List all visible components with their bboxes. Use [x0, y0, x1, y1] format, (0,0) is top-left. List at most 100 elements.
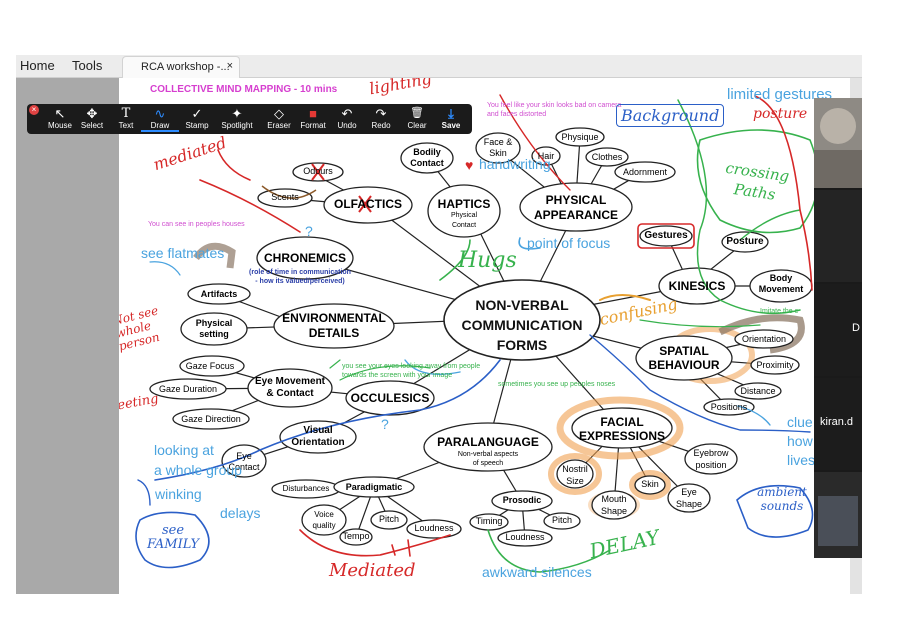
node-environmental-details[interactable]: ENVIRONMENTAL DETAILS: [274, 311, 394, 341]
tool-eraser-label: Eraser: [267, 121, 291, 130]
node-kinesics[interactable]: KINESICS: [668, 279, 726, 293]
node-loudness-paradigmatic[interactable]: Loudness: [414, 523, 454, 533]
tool-save[interactable]: ⤓Save: [432, 106, 470, 130]
node-bodily-contact[interactable]: Bodily Contact: [401, 147, 453, 169]
node-orientation[interactable]: Orientation: [741, 334, 787, 344]
node-odours[interactable]: Odours: [303, 166, 333, 176]
note-eyes: you see your eyes looking away from peop…: [342, 362, 480, 380]
node-pitch-paradigmatic[interactable]: Pitch: [378, 514, 399, 524]
node-timing[interactable]: Timing: [475, 516, 503, 526]
node-chronemics[interactable]: CHRONEMICS: [263, 251, 346, 265]
node-paralanguage[interactable]: PARALANGUAGE Non-verbal aspects of speec…: [424, 435, 552, 468]
node-mouth-shape[interactable]: Mouth Shape: [592, 493, 636, 517]
node-nostril-size[interactable]: Nostril Size: [555, 463, 595, 487]
node-voice-quality[interactable]: Voice quality: [302, 509, 346, 531]
center-node[interactable]: NON-VERBAL COMMUNICATION FORMS: [444, 295, 600, 355]
node-visual-orientation[interactable]: Visual Orientation: [280, 425, 356, 449]
participant-video-4[interactable]: kiran.d: [814, 378, 862, 470]
node-clothes[interactable]: Clothes: [591, 152, 623, 162]
environmental-line-2: DETAILS: [308, 326, 360, 340]
node-eyebrow-position[interactable]: Eyebrow position: [685, 447, 737, 471]
node-paradigmatic[interactable]: Paradigmatic: [345, 482, 403, 492]
tool-format[interactable]: ■Format: [294, 106, 332, 130]
ink-clues: clue how lives: [787, 413, 815, 470]
tool-mouse[interactable]: ↖Mouse: [41, 106, 79, 130]
node-proximity[interactable]: Proximity: [756, 360, 794, 370]
environmental-line-1: ENVIRONMENTAL: [282, 311, 386, 325]
tool-text-label: Text: [118, 121, 134, 130]
node-disturbances[interactable]: Disturbances: [282, 484, 330, 493]
trash-icon: 🗑: [410, 107, 424, 119]
node-distance[interactable]: Distance: [740, 386, 776, 396]
participant-video-3[interactable]: D: [814, 284, 862, 376]
tool-select[interactable]: ✥Select: [73, 106, 111, 130]
node-body-movement[interactable]: Body Movement: [750, 273, 812, 295]
participant-video-5[interactable]: [814, 472, 862, 558]
tool-redo[interactable]: ↷Redo: [362, 106, 400, 130]
ink-clues-2: how: [787, 433, 813, 449]
whiteboard[interactable]: ♥ COLLECTIVE MIND MAPPING - 10 mins NON-…: [119, 78, 850, 594]
node-gaze-direction[interactable]: Gaze Direction: [181, 414, 241, 424]
eye-movement-line-2: & Contact: [266, 388, 314, 399]
node-prosodic[interactable]: Prosodic: [502, 495, 542, 505]
node-scents[interactable]: Scents: [271, 192, 299, 202]
toolbar-close-icon[interactable]: ×: [29, 105, 39, 115]
tool-clear[interactable]: 🗑Clear: [398, 106, 436, 130]
body-movement-line-2: Movement: [758, 284, 804, 294]
node-eye-movement[interactable]: Eye Movement & Contact: [248, 376, 332, 400]
menu-home[interactable]: Home: [20, 58, 55, 73]
node-positions[interactable]: Positions: [710, 402, 748, 412]
tool-undo[interactable]: ↶Undo: [328, 106, 366, 130]
node-physical-setting[interactable]: Physical setting: [182, 318, 246, 340]
node-adornment[interactable]: Adornment: [622, 167, 668, 177]
eye-contact-line-2: Contact: [228, 462, 260, 472]
tab-close-icon[interactable]: ×: [226, 60, 233, 72]
node-gestures[interactable]: Gestures: [644, 230, 688, 241]
menu-tools[interactable]: Tools: [72, 58, 103, 73]
node-physical-appearance[interactable]: PHYSICAL APPEARANCE: [520, 193, 632, 223]
tool-eraser[interactable]: ◇Eraser: [260, 106, 298, 130]
node-facial-expressions[interactable]: FACIAL EXPRESSIONS: [572, 415, 672, 443]
node-spatial-behaviour[interactable]: SPATIAL BEHAVIOUR: [636, 344, 732, 372]
document-tab[interactable]: RCA workshop -... ×: [122, 56, 240, 79]
mind-map: ♥: [135, 94, 819, 573]
node-hair[interactable]: Hair: [537, 151, 555, 161]
chronemics-note: (role of time in communication - how its…: [237, 268, 363, 286]
node-olfactics[interactable]: OLFACTICS: [334, 197, 402, 211]
node-pitch-prosodic[interactable]: Pitch: [551, 515, 572, 525]
mouth-line-2: Shape: [600, 506, 628, 516]
node-tempo[interactable]: Tempo: [342, 531, 370, 541]
ink-clues-3: lives: [787, 452, 816, 468]
tool-spotlight[interactable]: ✦Spotlight: [218, 106, 256, 130]
node-occulesics[interactable]: OCCULESICS: [350, 391, 430, 405]
eye-shape-line-2: Shape: [675, 499, 703, 509]
physical-appearance-line-1: PHYSICAL: [545, 193, 607, 207]
node-posture[interactable]: Posture: [726, 236, 764, 247]
note-noses: sometimes you see up peoples noses: [498, 381, 616, 388]
node-face-skin[interactable]: Face & Skin: [476, 137, 520, 159]
ink-limited-gestures: limited gestures: [727, 86, 833, 103]
spatial-line-2: BEHAVIOUR: [648, 358, 720, 372]
avatar: [820, 108, 856, 144]
participant-video-2[interactable]: [814, 190, 862, 282]
node-haptics[interactable]: HAPTICS Physical Contact: [428, 197, 500, 231]
ink-strokes: [135, 94, 819, 573]
highlight-facial: [556, 396, 684, 460]
node-artifacts[interactable]: Artifacts: [200, 289, 238, 299]
node-loudness-prosodic[interactable]: Loudness: [505, 532, 545, 542]
paralanguage-sub-2: of speech: [472, 460, 504, 467]
node-gaze-focus[interactable]: Gaze Focus: [185, 361, 235, 371]
ink-mediated-bottom: Mediated: [329, 560, 416, 581]
node-physique[interactable]: Physique: [561, 132, 599, 142]
node-eye-shape[interactable]: Eye Shape: [669, 486, 709, 510]
participant-video-1[interactable]: [814, 98, 862, 188]
node-gaze-duration[interactable]: Gaze Duration: [158, 384, 218, 394]
facial-line-2: EXPRESSIONS: [578, 429, 666, 443]
tool-stamp[interactable]: ✓Stamp: [178, 106, 216, 130]
video-shoulders: [814, 150, 862, 188]
ink-winking: winking: [155, 486, 202, 502]
tool-draw[interactable]: ∿Draw: [141, 106, 179, 132]
node-eye-contact[interactable]: Eye Contact: [224, 451, 264, 473]
node-skin[interactable]: Skin: [641, 479, 659, 489]
